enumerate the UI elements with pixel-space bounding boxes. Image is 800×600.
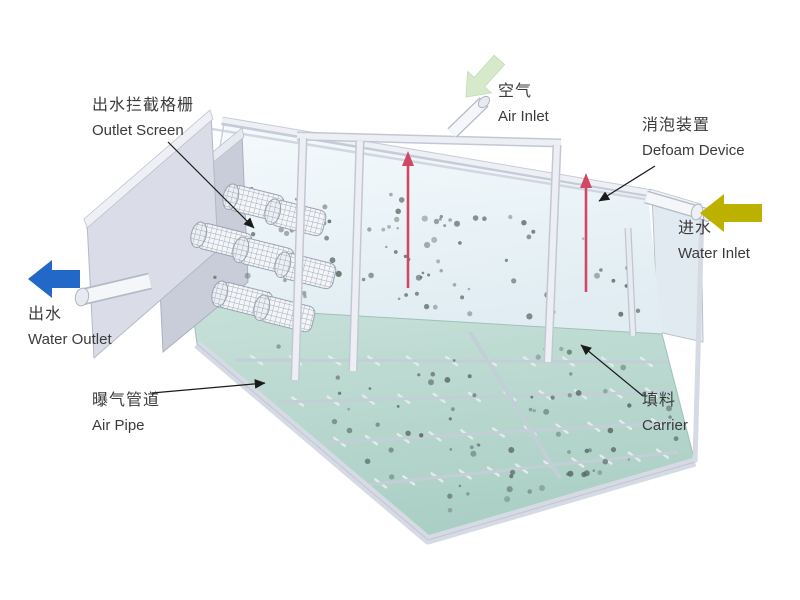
air-inlet-arrow — [465, 54, 506, 98]
label-defoam-device: 消泡装置 Defoam Device — [642, 113, 745, 163]
right-vertical-pipe — [625, 227, 636, 337]
defoam-arrow-right-head — [580, 173, 592, 188]
callout-outlet-screen — [167, 141, 255, 229]
callout-air-pipe — [151, 379, 266, 394]
label-defoam-device-zh: 消泡装置 — [642, 117, 711, 134]
label-carrier-en: Carrier — [642, 417, 688, 434]
label-outlet-screen-zh: 出水拦截格栅 — [92, 97, 195, 114]
tank-front-rim — [211, 127, 651, 202]
label-water-outlet-zh: 出水 — [28, 306, 63, 323]
callout-lines — [151, 141, 656, 397]
frame-post-3 — [545, 144, 560, 363]
label-air-inlet-zh: 空气 — [498, 83, 533, 100]
flow-arrows — [28, 54, 762, 298]
callout-defoam-device — [598, 165, 656, 202]
air-inlet-pipe-body — [448, 99, 487, 137]
label-air-pipe-en: Air Pipe — [92, 417, 145, 434]
air-inlet-pipe-cap — [477, 95, 491, 109]
tank-front-edges — [194, 211, 705, 545]
frame-beam — [296, 133, 562, 146]
label-outlet-screen-en: Outlet Screen — [92, 122, 184, 139]
label-air-pipe-zh: 曝气管道 — [92, 392, 161, 409]
tank-right-front-edge — [692, 211, 705, 463]
defoam-arrow-left-head — [402, 151, 414, 166]
frame-post-1 — [292, 137, 306, 381]
air-pipe-grid — [234, 330, 679, 489]
label-water-inlet-zh: 进水 — [678, 220, 713, 237]
label-water-inlet: 进水 Water Inlet — [678, 216, 750, 266]
water-outlet-arrow — [28, 260, 80, 298]
tank-floor — [191, 305, 696, 541]
label-water-outlet: 出水 Water Outlet — [28, 302, 112, 352]
label-air-inlet-en: Air Inlet — [498, 108, 549, 125]
callout-carrier — [580, 344, 644, 397]
label-air-inlet: 空气 Air Inlet — [498, 79, 549, 129]
label-water-inlet-en: Water Inlet — [678, 245, 750, 262]
label-carrier: 填料 Carrier — [642, 388, 688, 438]
label-water-outlet-en: Water Outlet — [28, 331, 112, 348]
tank-bottom-edge-line — [196, 343, 696, 541]
water-outlet-pipe-body — [81, 274, 152, 304]
outlet-chamber-outer-rim — [83, 109, 214, 229]
label-air-pipe: 曝气管道 Air Pipe — [92, 388, 160, 438]
support-frame — [290, 131, 562, 381]
water-outlet-pipe-cap — [74, 287, 90, 307]
tank-back-rim-highlight — [221, 117, 653, 196]
label-carrier-zh: 填料 — [642, 392, 677, 409]
water-outlet-pipe — [74, 272, 152, 307]
label-defoam-device-en: Defoam Device — [642, 142, 745, 159]
defoam-spray-arrows — [402, 151, 592, 292]
air-inlet-pipe — [447, 95, 491, 138]
frame-post-2 — [350, 140, 363, 372]
water-inlet-arrow — [700, 194, 762, 232]
label-outlet-screen: 出水拦截格栅 Outlet Screen — [92, 93, 194, 143]
